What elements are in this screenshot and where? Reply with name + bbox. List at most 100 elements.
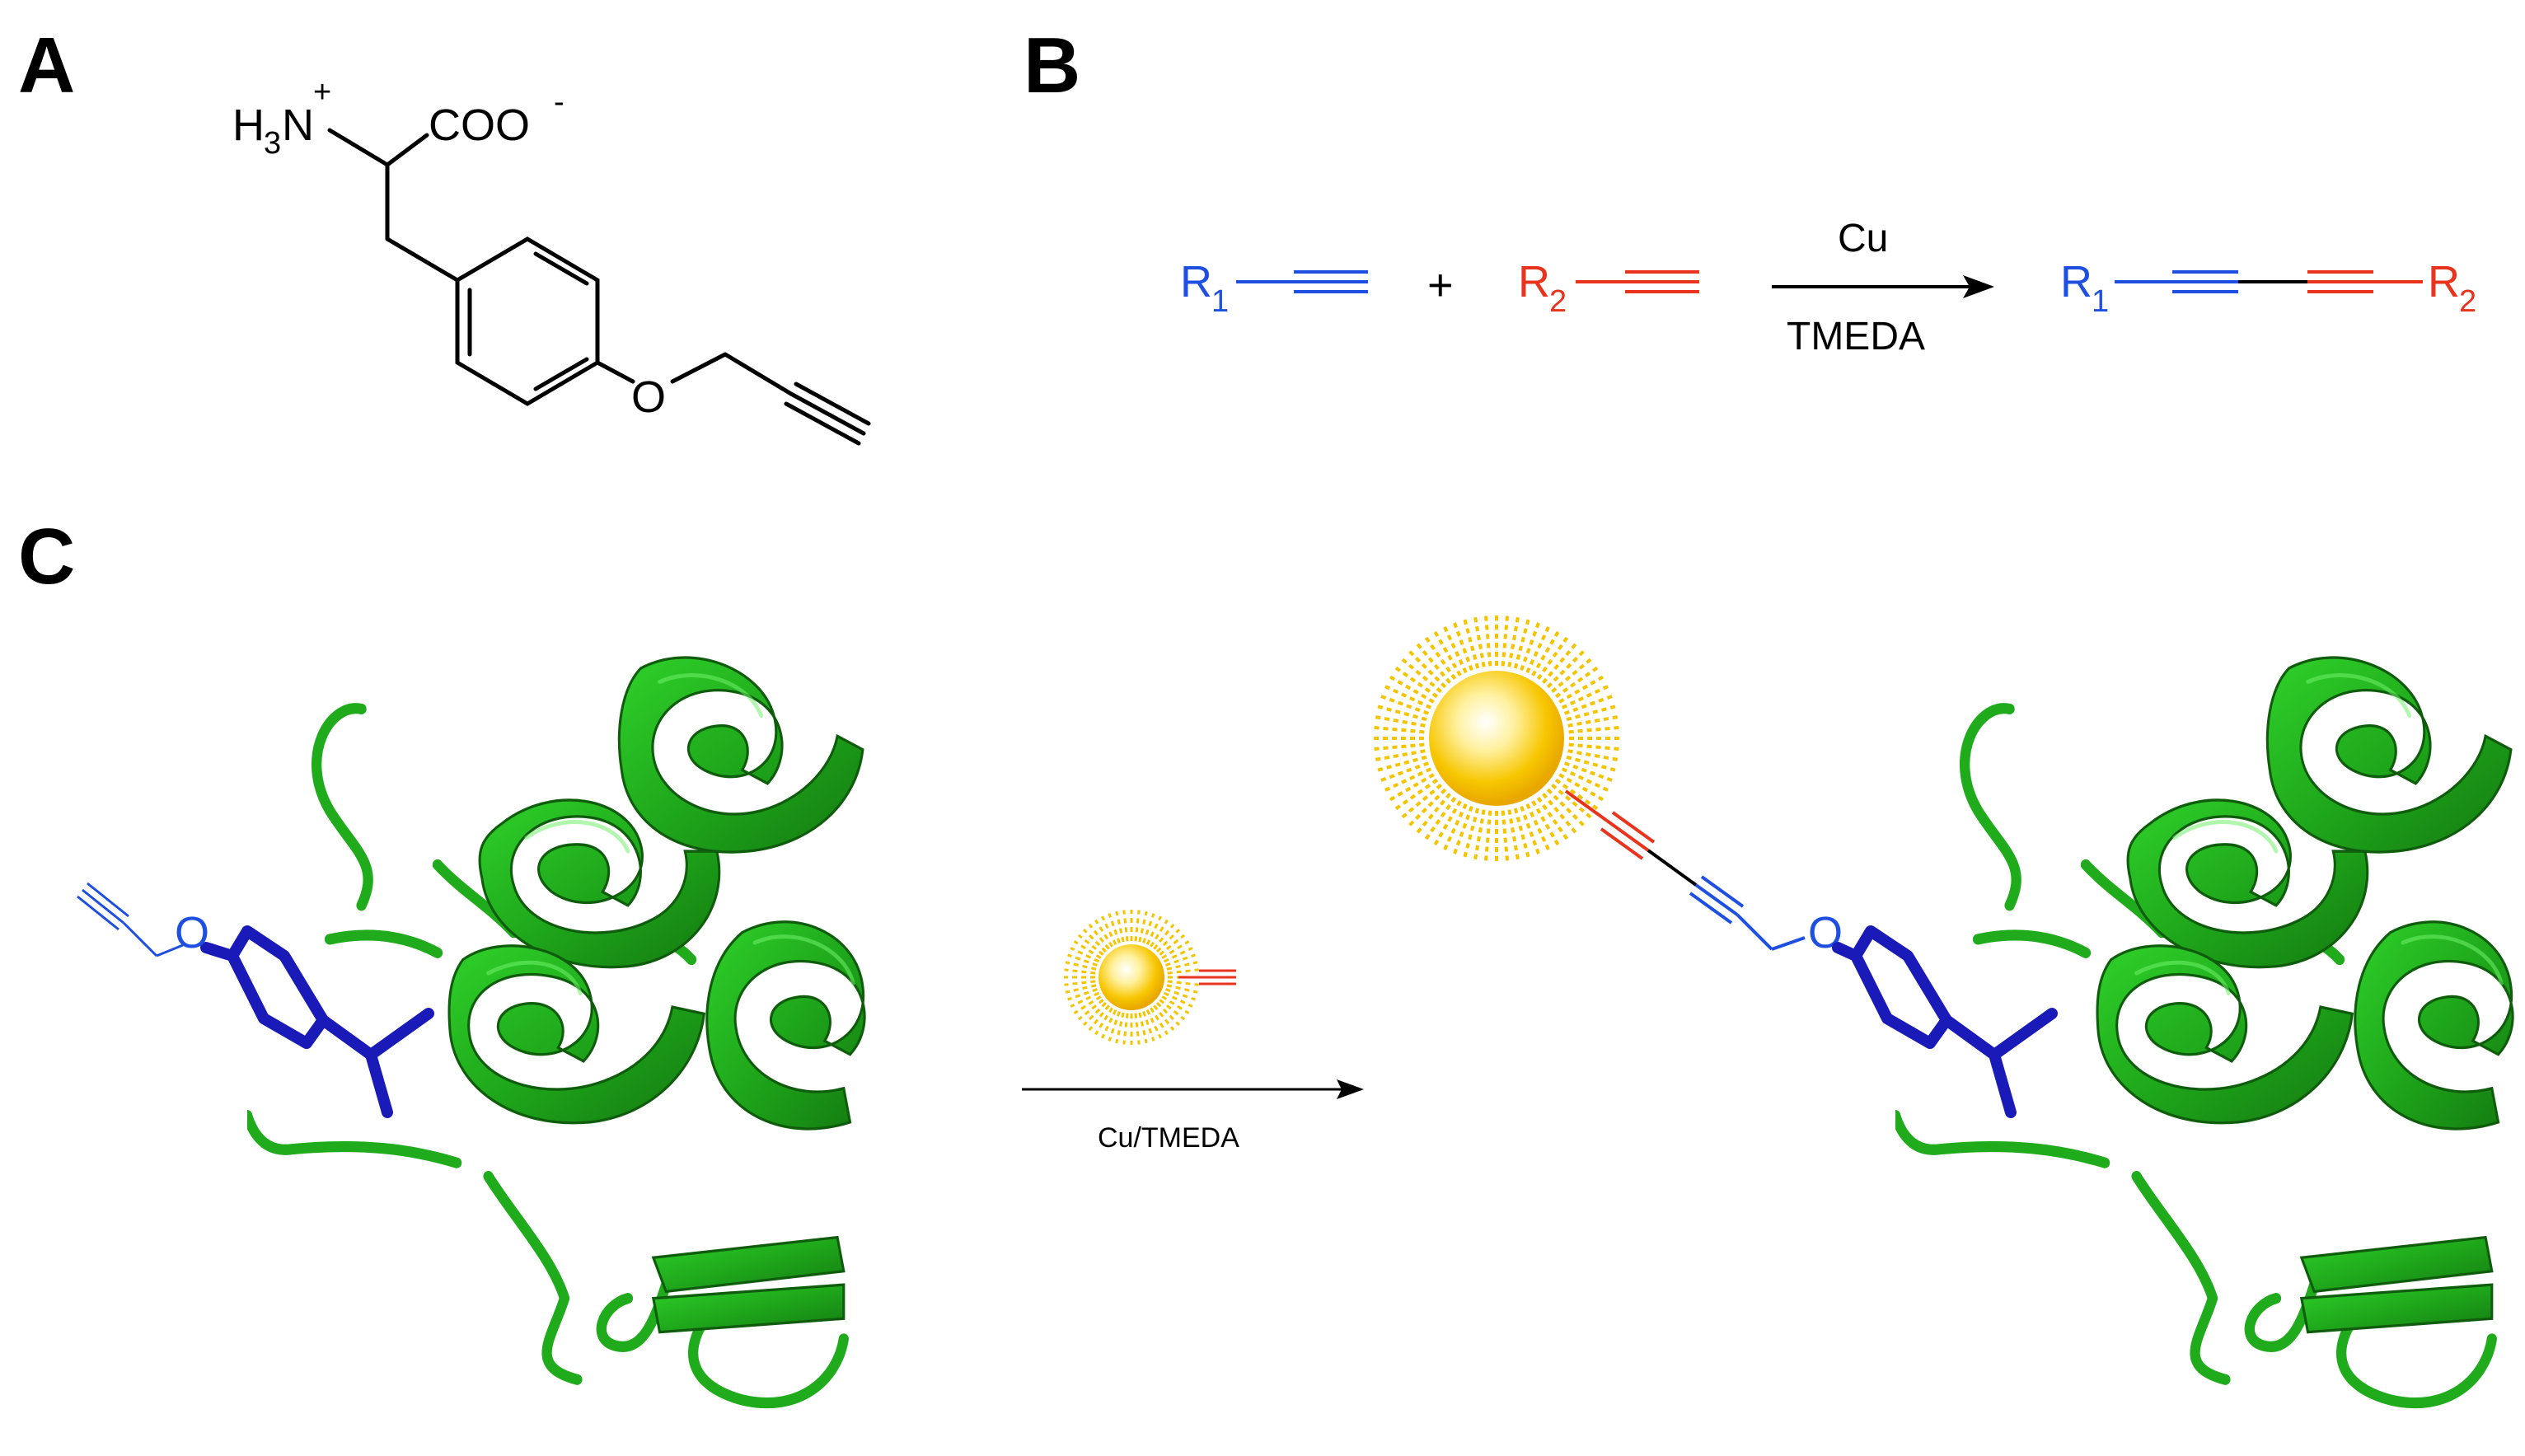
- halo-ray: [1513, 808, 1530, 859]
- halo-ray: [1567, 749, 1619, 762]
- r1-alkyne: [1236, 270, 1368, 293]
- amine-charge: +: [313, 75, 331, 110]
- halo-ray: [1070, 991, 1100, 1008]
- tyrosine-sidechain-left: [200, 925, 434, 1118]
- halo-ray: [1142, 913, 1155, 943]
- halo-ray: [1138, 1012, 1148, 1044]
- halo-ray: [1108, 1011, 1121, 1042]
- halo-ray: [1473, 809, 1486, 861]
- halo-ray: [1568, 742, 1620, 751]
- halo-ray: [1142, 1011, 1155, 1042]
- halo-ray: [1145, 1009, 1162, 1039]
- reaction-arrowhead: [1963, 275, 1994, 298]
- halo-ray: [1065, 984, 1097, 994]
- halo-ray: [1145, 915, 1162, 946]
- halo-ray: [1507, 809, 1520, 861]
- halo-ray: [1408, 788, 1447, 827]
- halo-ray: [1064, 980, 1096, 986]
- protein-conditions-label: Cu/TMEDA: [1098, 1122, 1239, 1154]
- halo-ray: [1546, 788, 1586, 827]
- ether-oxygen: O: [631, 372, 666, 422]
- r2-subscript: 2: [1549, 284, 1567, 319]
- product-diyne: [2115, 270, 2423, 293]
- halo-ray: [1463, 808, 1480, 859]
- nanoparticle-core-large: [1429, 671, 1564, 806]
- protein-reaction-arrowhead: [1337, 1079, 1364, 1099]
- halo-ray: [1065, 961, 1097, 971]
- catalyst-label: Cu: [1838, 217, 1888, 260]
- halo-ray: [1167, 968, 1199, 975]
- halo-ray: [1070, 947, 1100, 963]
- halo-ray: [1166, 984, 1198, 994]
- halo-ray: [1165, 953, 1196, 967]
- protein-right: [1832, 658, 2513, 1403]
- conjugated-diyne-linker: [1564, 789, 1806, 951]
- halo-ray: [1165, 988, 1196, 1001]
- halo-ray: [1546, 649, 1586, 689]
- halo-ray: [1108, 913, 1121, 943]
- halo-ray: [1376, 705, 1427, 722]
- halo-ray: [1122, 1013, 1129, 1045]
- halo-ray: [1138, 911, 1148, 943]
- halo-ray: [1067, 988, 1098, 1001]
- halo-ray: [1122, 910, 1129, 942]
- r1-subscript: 1: [1211, 284, 1229, 319]
- amine-n: N: [282, 101, 314, 150]
- product-r2-label: R: [2428, 257, 2460, 307]
- plus-sign: +: [1427, 260, 1454, 310]
- halo-ray: [1373, 742, 1425, 751]
- propargyl-ether-left: [77, 882, 184, 957]
- panel-a-label: A: [18, 21, 75, 110]
- halo-ray: [1064, 968, 1096, 975]
- halo-ray: [1101, 1009, 1117, 1039]
- nanoparticle-alkyne-small: [1178, 969, 1236, 985]
- product-r1-subscript: 1: [2092, 284, 2109, 319]
- nanoparticle-core-small: [1099, 944, 1164, 1010]
- glaser-coupling-scheme: R 1 + R 2 Cu TMEDA R 1: [1180, 217, 2476, 358]
- nanoparticle-reagent: [1064, 910, 1236, 1045]
- halo-ray: [1566, 755, 1617, 772]
- halo-ray: [1483, 810, 1492, 862]
- halo-ray: [1507, 616, 1520, 667]
- r1-label: R: [1180, 257, 1212, 307]
- halo-ray: [1373, 725, 1425, 734]
- carboxylate-group: COO: [429, 101, 530, 150]
- halo-ray: [1501, 615, 1510, 667]
- ether-oxygen-left: O: [175, 908, 209, 957]
- r2-alkyne: [1576, 270, 1699, 293]
- r2-label: R: [1518, 257, 1550, 307]
- halo-ray: [1115, 911, 1125, 943]
- product-r2-subscript: 2: [2459, 284, 2476, 319]
- carboxylate-charge: -: [554, 85, 564, 119]
- halo-ray: [1115, 1012, 1125, 1044]
- halo-ray: [1166, 961, 1198, 971]
- panel-c-label: C: [18, 513, 75, 601]
- product-r1-label: R: [2060, 257, 2092, 307]
- amine-h: H: [232, 101, 265, 150]
- skeleton-bonds: [327, 128, 871, 446]
- amine-subscript: 3: [264, 126, 281, 161]
- halo-ray: [1167, 980, 1199, 986]
- halo-ray: [1163, 947, 1193, 963]
- propargyl-tyrosine-structure: H 3 N + COO - O: [232, 75, 871, 446]
- halo-ray: [1568, 725, 1620, 734]
- halo-ray: [1134, 1013, 1141, 1045]
- halo-ray: [1374, 749, 1426, 762]
- halo-ray: [1566, 705, 1617, 722]
- halo-ray: [1473, 616, 1486, 667]
- halo-ray: [1376, 755, 1427, 772]
- halo-ray: [1101, 915, 1117, 946]
- halo-ray: [1567, 714, 1619, 728]
- halo-ray: [1513, 618, 1530, 669]
- conjugated-nanoparticle: O: [1373, 615, 1843, 957]
- halo-ray: [1067, 953, 1098, 967]
- halo-ray: [1483, 615, 1492, 667]
- tyrosine-sidechain-right: [1832, 925, 2058, 1118]
- halo-ray: [1501, 810, 1510, 862]
- ligand-label: TMEDA: [1787, 315, 1925, 358]
- halo-ray: [1408, 649, 1447, 689]
- halo-ray: [1163, 991, 1193, 1008]
- halo-ray: [1374, 714, 1426, 728]
- halo-ray: [1463, 618, 1480, 669]
